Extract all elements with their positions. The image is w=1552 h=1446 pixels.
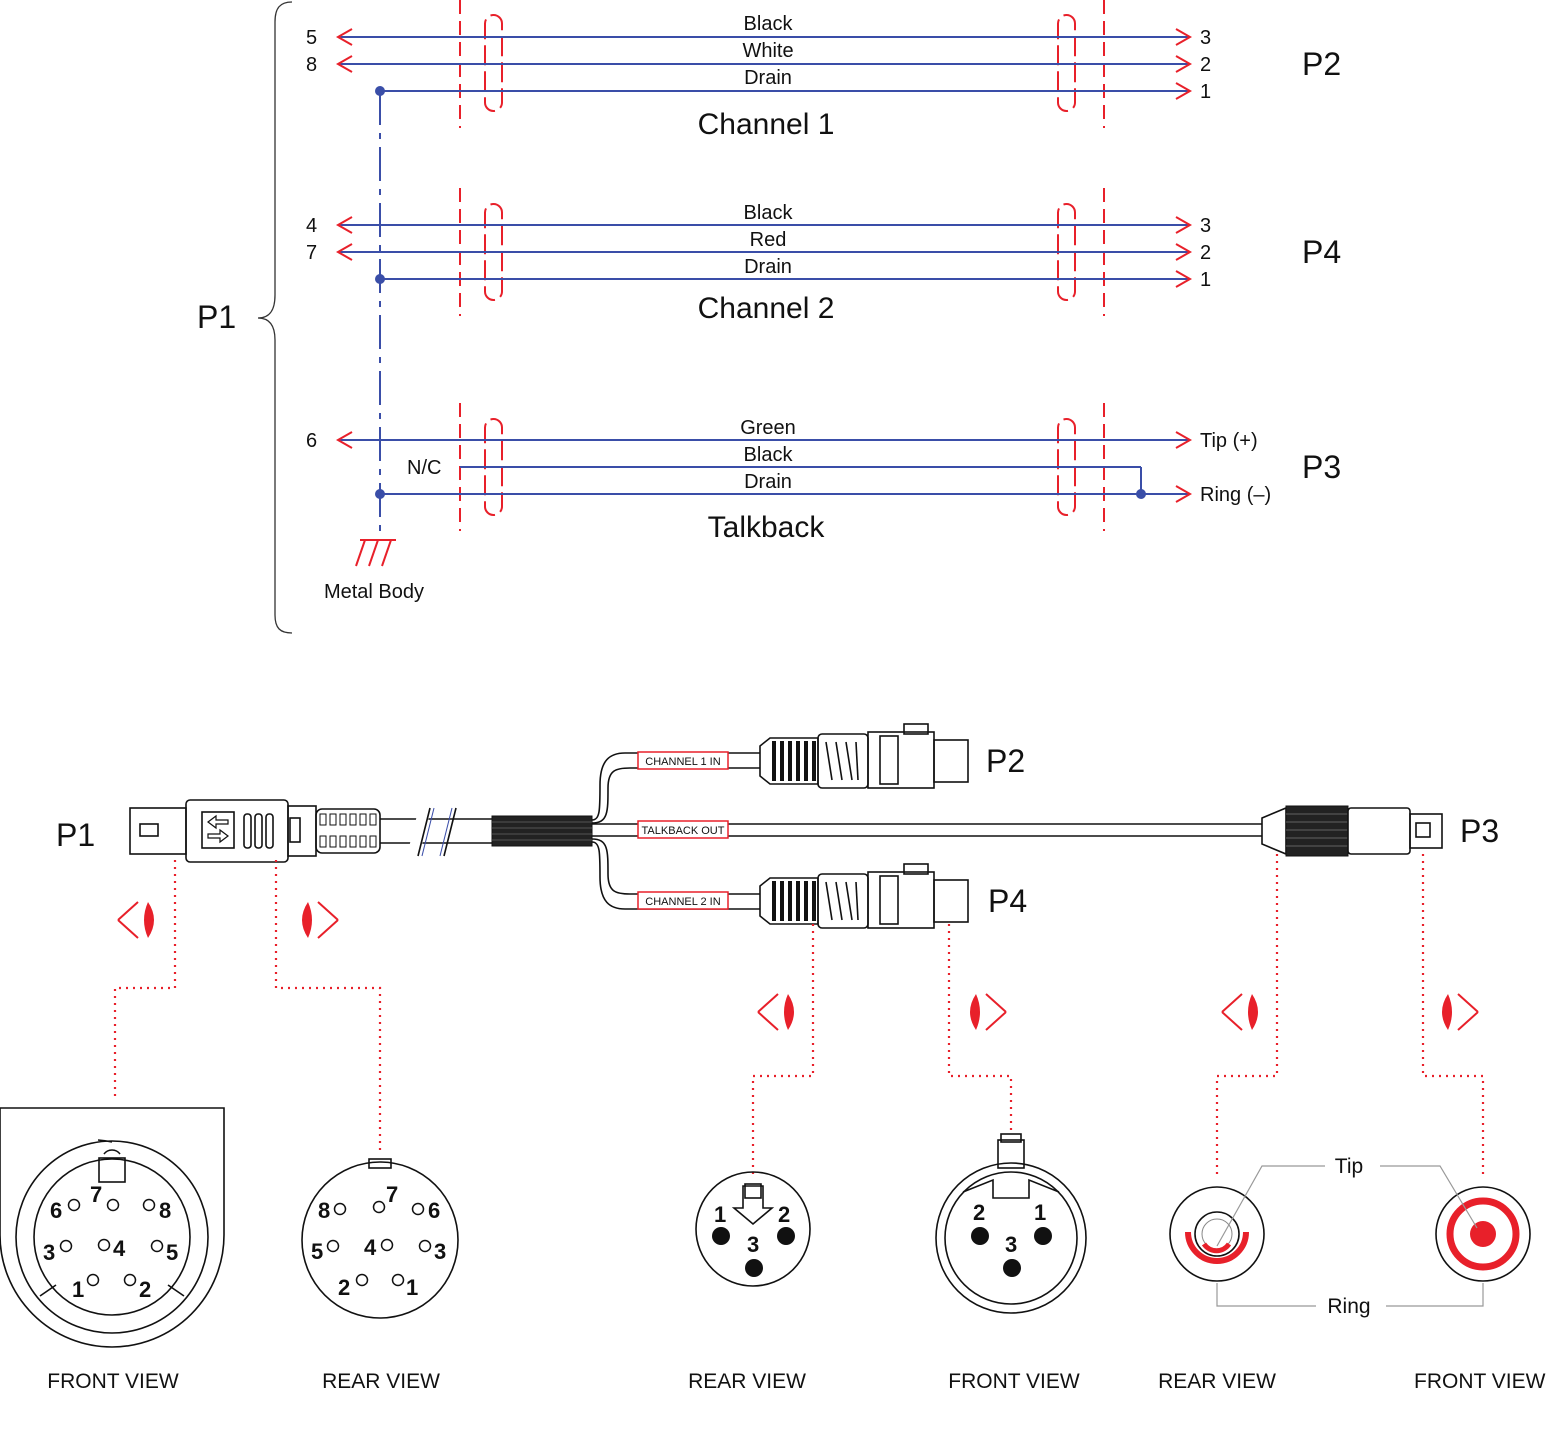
p2-label: P2	[1302, 46, 1341, 82]
ch2-right-pin-1: 3	[1200, 215, 1211, 237]
ch2-left-pin-2: 7	[306, 242, 317, 264]
din-front-pin-6: 6	[50, 1198, 62, 1223]
ch2-right-pin-2: 2	[1200, 242, 1211, 264]
tag-channel-2-in: CHANNEL 2 IN	[645, 896, 720, 908]
tip-label: Tip	[1335, 1155, 1363, 1178]
channel-1-title: Channel 1	[698, 108, 835, 141]
ch1-wire2-label: White	[742, 40, 793, 62]
ch1-right-pin-2: 2	[1200, 54, 1211, 76]
ch1-wire1-label: Black	[744, 13, 794, 35]
p2-xlr-connector	[759, 723, 969, 789]
eye-icon	[1442, 993, 1479, 1031]
tb-wire1-label: Green	[740, 417, 796, 439]
ch1-right-pin-1: 3	[1200, 27, 1211, 49]
ch1-wire3-label: Drain	[744, 67, 792, 89]
cable-p2-label: P2	[986, 743, 1025, 779]
jack-front-caption: FRONT VIEW	[1414, 1370, 1546, 1393]
cable-p3-label: P3	[1460, 813, 1499, 849]
ch1-left-pin-1: 5	[306, 27, 317, 49]
branch-cables	[591, 752, 1262, 910]
cable-p4-label: P4	[988, 883, 1027, 919]
tb-wire3-label: Drain	[744, 471, 792, 493]
din-rear-pin-1: 1	[406, 1275, 418, 1300]
xlr-rear-pin-2: 2	[778, 1202, 790, 1227]
din-rear-pin-7: 7	[386, 1182, 398, 1207]
jack-rear-view	[1169, 1186, 1265, 1282]
xlr-front-pin-2: 2	[973, 1200, 985, 1225]
xlr-rear-caption: REAR VIEW	[688, 1370, 806, 1393]
tb-left-pin-1: 6	[306, 430, 317, 452]
din-rear-caption: REAR VIEW	[322, 1370, 440, 1393]
din-front-pin-2: 2	[139, 1277, 151, 1302]
din-front-pin-4: 4	[113, 1236, 126, 1261]
talkback-wires	[335, 431, 1193, 503]
xlr-front-pin-3: 3	[1005, 1232, 1017, 1257]
ch2-wire3-label: Drain	[744, 256, 792, 278]
eye-icon	[302, 901, 339, 939]
talkback-title: Talkback	[708, 511, 826, 544]
jack-rear-caption: REAR VIEW	[1158, 1370, 1276, 1393]
p1-brace	[257, 1, 293, 634]
din-rear-pin-4: 4	[364, 1235, 377, 1260]
ground-label: Metal Body	[324, 581, 424, 603]
p3-label: P3	[1302, 449, 1341, 485]
din-front-pin-8: 8	[159, 1198, 171, 1223]
ch2-wire2-label: Red	[750, 229, 787, 251]
tip-ring-callouts	[1216, 1165, 1484, 1307]
ch2-right-pin-3: 1	[1200, 269, 1211, 291]
ch2-wire1-label: Black	[744, 202, 794, 224]
ring-label: Ring	[1327, 1295, 1370, 1318]
tb-wire2-label: Black	[744, 444, 794, 466]
p1-din-plug	[129, 799, 381, 863]
xlr-rear-view	[695, 1171, 811, 1287]
channel-2-wires	[335, 216, 1193, 288]
ground-icon	[355, 539, 396, 567]
cable-assembly: P1	[56, 723, 1499, 929]
jack-front-view	[1435, 1186, 1531, 1282]
xlr-front-pin-1: 1	[1034, 1200, 1046, 1225]
main-cable	[380, 807, 494, 857]
ch1-right-pin-3: 1	[1200, 81, 1211, 103]
tb-right-ring: Ring (–)	[1200, 484, 1271, 506]
cable-p1-label: P1	[56, 817, 95, 853]
din-rear-view: 8 7 6 5 4 3 2 1	[301, 1158, 459, 1319]
din-rear-pin-6: 6	[428, 1198, 440, 1223]
tag-channel-1-in: CHANNEL 1 IN	[645, 756, 720, 768]
p4-label: P4	[1302, 234, 1341, 270]
xlr-front-view	[935, 1133, 1087, 1314]
din-front-pin-5: 5	[166, 1240, 178, 1265]
tag-talkback-out: TALKBACK OUT	[642, 825, 725, 837]
eye-icons	[117, 901, 1479, 1031]
cable-tags	[637, 751, 729, 910]
din-front-view: 6 7 8 3 4 5 1 2	[0, 1107, 225, 1348]
din-rear-pin-3: 3	[434, 1239, 446, 1264]
p1-label: P1	[197, 299, 236, 335]
din-front-pin-1: 1	[72, 1277, 84, 1302]
eye-icon	[757, 993, 794, 1031]
xlr-front-caption: FRONT VIEW	[948, 1370, 1080, 1393]
eye-icon	[970, 993, 1007, 1031]
channel-2-title: Channel 2	[698, 292, 835, 325]
tb-right-tip: Tip (+)	[1200, 430, 1258, 452]
braided-sleeve	[491, 815, 593, 847]
schematic: P1	[197, 0, 1341, 634]
din-rear-pin-2: 2	[338, 1275, 350, 1300]
din-front-pin-7: 7	[90, 1182, 102, 1207]
din-front-caption: FRONT VIEW	[47, 1370, 179, 1393]
xlr-rear-pin-1: 1	[714, 1202, 726, 1227]
ch2-left-pin-1: 4	[306, 215, 317, 237]
xlr-rear-pin-3: 3	[747, 1232, 759, 1257]
ch1-left-pin-2: 8	[306, 54, 317, 76]
channel-1-wires	[335, 28, 1193, 100]
p3-jack-connector	[1261, 805, 1443, 857]
din-front-pin-3: 3	[43, 1240, 55, 1265]
din-rear-pin-5: 5	[311, 1239, 323, 1264]
eye-icon	[1221, 993, 1258, 1031]
p4-xlr-connector	[759, 863, 969, 929]
view-leaders	[113, 854, 1485, 1176]
eye-icon	[117, 901, 154, 939]
din-rear-pin-8: 8	[318, 1198, 330, 1223]
tb-nc-label: N/C	[407, 457, 441, 479]
